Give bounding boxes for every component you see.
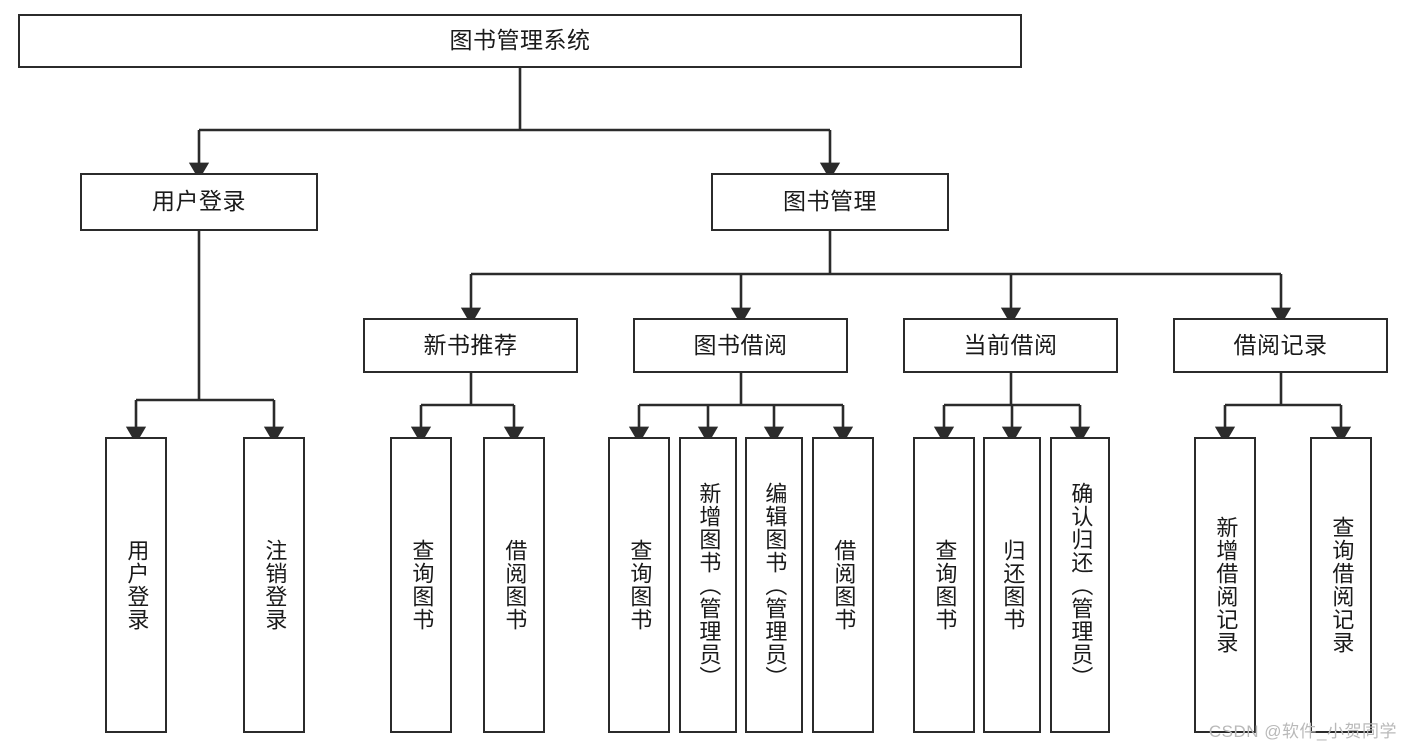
node-label: 新增借阅记录 bbox=[1213, 516, 1239, 654]
node-label: 用户登录 bbox=[152, 188, 246, 215]
node-leaf-user-login[interactable]: 用户登录 bbox=[105, 437, 167, 733]
node-root[interactable]: 图书管理系统 bbox=[18, 14, 1022, 68]
node-label: 借阅记录 bbox=[1233, 331, 1328, 358]
node-label: 归还图书 bbox=[1000, 539, 1026, 631]
node-label: 用户登录 bbox=[124, 539, 150, 631]
node-book-borrow[interactable]: 图书借阅 bbox=[633, 318, 848, 373]
node-leaf-add-book[interactable]: 新增图书（管理员） bbox=[679, 437, 737, 733]
node-current-borrow[interactable]: 当前借阅 bbox=[903, 318, 1118, 373]
node-label: 确认归还（管理员） bbox=[1068, 481, 1094, 689]
node-leaf-borrow-book-1[interactable]: 借阅图书 bbox=[483, 437, 545, 733]
node-borrow-record[interactable]: 借阅记录 bbox=[1173, 318, 1388, 373]
node-leaf-borrow-book-2[interactable]: 借阅图书 bbox=[812, 437, 874, 733]
node-book-management[interactable]: 图书管理 bbox=[711, 173, 949, 231]
node-leaf-query-book-2[interactable]: 查询图书 bbox=[608, 437, 670, 733]
node-label: 图书管理 bbox=[783, 188, 877, 215]
node-label: 注销登录 bbox=[262, 539, 288, 631]
node-leaf-query-book-3[interactable]: 查询图书 bbox=[913, 437, 975, 733]
node-label: 查询图书 bbox=[932, 539, 958, 631]
node-leaf-edit-book[interactable]: 编辑图书（管理员） bbox=[745, 437, 803, 733]
node-label: 借阅图书 bbox=[502, 539, 528, 631]
node-leaf-add-record[interactable]: 新增借阅记录 bbox=[1194, 437, 1256, 733]
node-label: 借阅图书 bbox=[831, 539, 857, 631]
node-leaf-query-book-1[interactable]: 查询图书 bbox=[390, 437, 452, 733]
node-label: 查询图书 bbox=[627, 539, 653, 631]
node-new-book-recommend[interactable]: 新书推荐 bbox=[363, 318, 578, 373]
node-leaf-return-book[interactable]: 归还图书 bbox=[983, 437, 1041, 733]
node-leaf-query-record[interactable]: 查询借阅记录 bbox=[1310, 437, 1372, 733]
node-label: 新增图书（管理员） bbox=[696, 481, 722, 689]
node-label: 图书管理系统 bbox=[449, 27, 591, 54]
node-label: 图书借阅 bbox=[693, 331, 788, 358]
node-label: 编辑图书（管理员） bbox=[762, 481, 788, 689]
watermark-label: CSDN @软件_小贺同学 bbox=[1208, 722, 1397, 741]
node-label: 当前借阅 bbox=[963, 331, 1058, 358]
node-leaf-logout-login[interactable]: 注销登录 bbox=[243, 437, 305, 733]
node-label: 新书推荐 bbox=[423, 331, 518, 358]
node-label: 查询借阅记录 bbox=[1329, 516, 1355, 654]
node-user-login[interactable]: 用户登录 bbox=[80, 173, 318, 231]
node-leaf-confirm-return[interactable]: 确认归还（管理员） bbox=[1050, 437, 1110, 733]
node-label: 查询图书 bbox=[409, 539, 435, 631]
